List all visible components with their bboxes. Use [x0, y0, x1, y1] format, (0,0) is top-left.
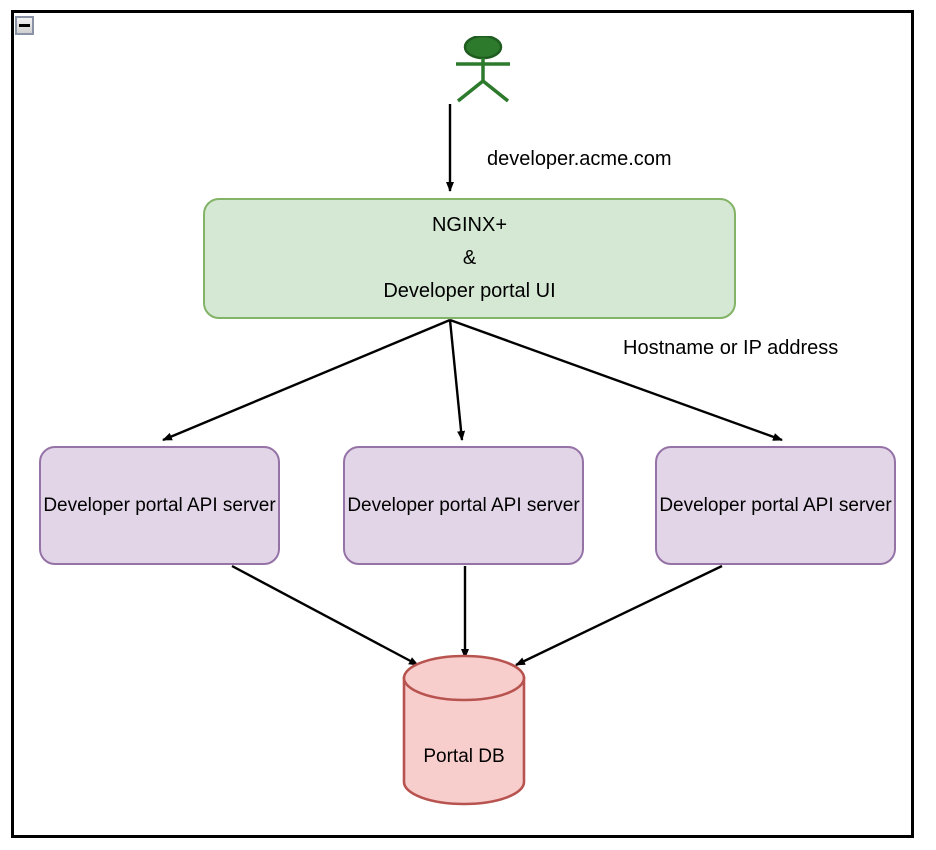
node-api-server-2[interactable]: Developer portal API server — [343, 446, 584, 565]
node-api-server-1-label: Developer portal API server — [43, 495, 276, 516]
stick-figure-icon — [456, 34, 510, 103]
edge-label-developer-domain: developer.acme.com — [487, 148, 672, 170]
collapse-button[interactable] — [15, 16, 34, 35]
node-portal-db-label: Portal DB — [423, 746, 505, 767]
user-actor[interactable] — [452, 34, 514, 104]
node-api-server-2-label: Developer portal API server — [347, 495, 580, 516]
node-api-server-1[interactable]: Developer portal API server — [39, 446, 280, 565]
node-portal-db[interactable]: Portal DB — [402, 654, 526, 806]
node-api-server-3-label: Developer portal API server — [659, 495, 892, 516]
database-cylinder-icon — [402, 654, 526, 806]
node-nginx-label: NGINX+ & Developer portal UI — [383, 214, 556, 302]
edge-label-hostname-ip: Hostname or IP address — [623, 337, 839, 359]
node-api-server-3[interactable]: Developer portal API server — [655, 446, 896, 565]
minus-icon — [19, 24, 30, 27]
node-nginx-developer-portal-ui[interactable]: NGINX+ & Developer portal UI — [203, 198, 736, 319]
